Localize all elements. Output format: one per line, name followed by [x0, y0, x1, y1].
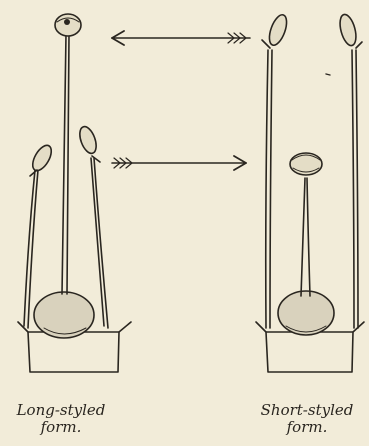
long-styled-flower: [18, 14, 131, 372]
arrow-stigma-to-anthers: [112, 156, 246, 170]
filament-right-b: [352, 50, 358, 328]
filament-right-a: [266, 50, 272, 328]
anther-right-a: [266, 13, 290, 48]
anther-left-b: [77, 124, 100, 155]
short-styled-flower: [256, 13, 364, 372]
ovary-left: [34, 292, 94, 338]
filament-left-b: [91, 158, 108, 328]
anther-right-b: [337, 13, 359, 48]
anther-left-a: [29, 142, 55, 173]
caption-short-styled: Short-styled form.: [246, 402, 368, 436]
caption-long-line2: form.: [6, 419, 116, 436]
style-long: [62, 34, 69, 294]
caption-long-line1: Long-styled: [6, 402, 116, 419]
caption-long-styled: Long-styled form.: [6, 402, 116, 436]
filament-left-a: [24, 170, 38, 328]
arrow-anthers-to-stigma: [112, 31, 250, 45]
caption-short-line2: form.: [246, 419, 368, 436]
ovary-right: [278, 291, 334, 335]
caption-short-line1: Short-styled: [246, 402, 368, 419]
stigma-long: [55, 14, 81, 36]
style-short: [301, 178, 310, 296]
